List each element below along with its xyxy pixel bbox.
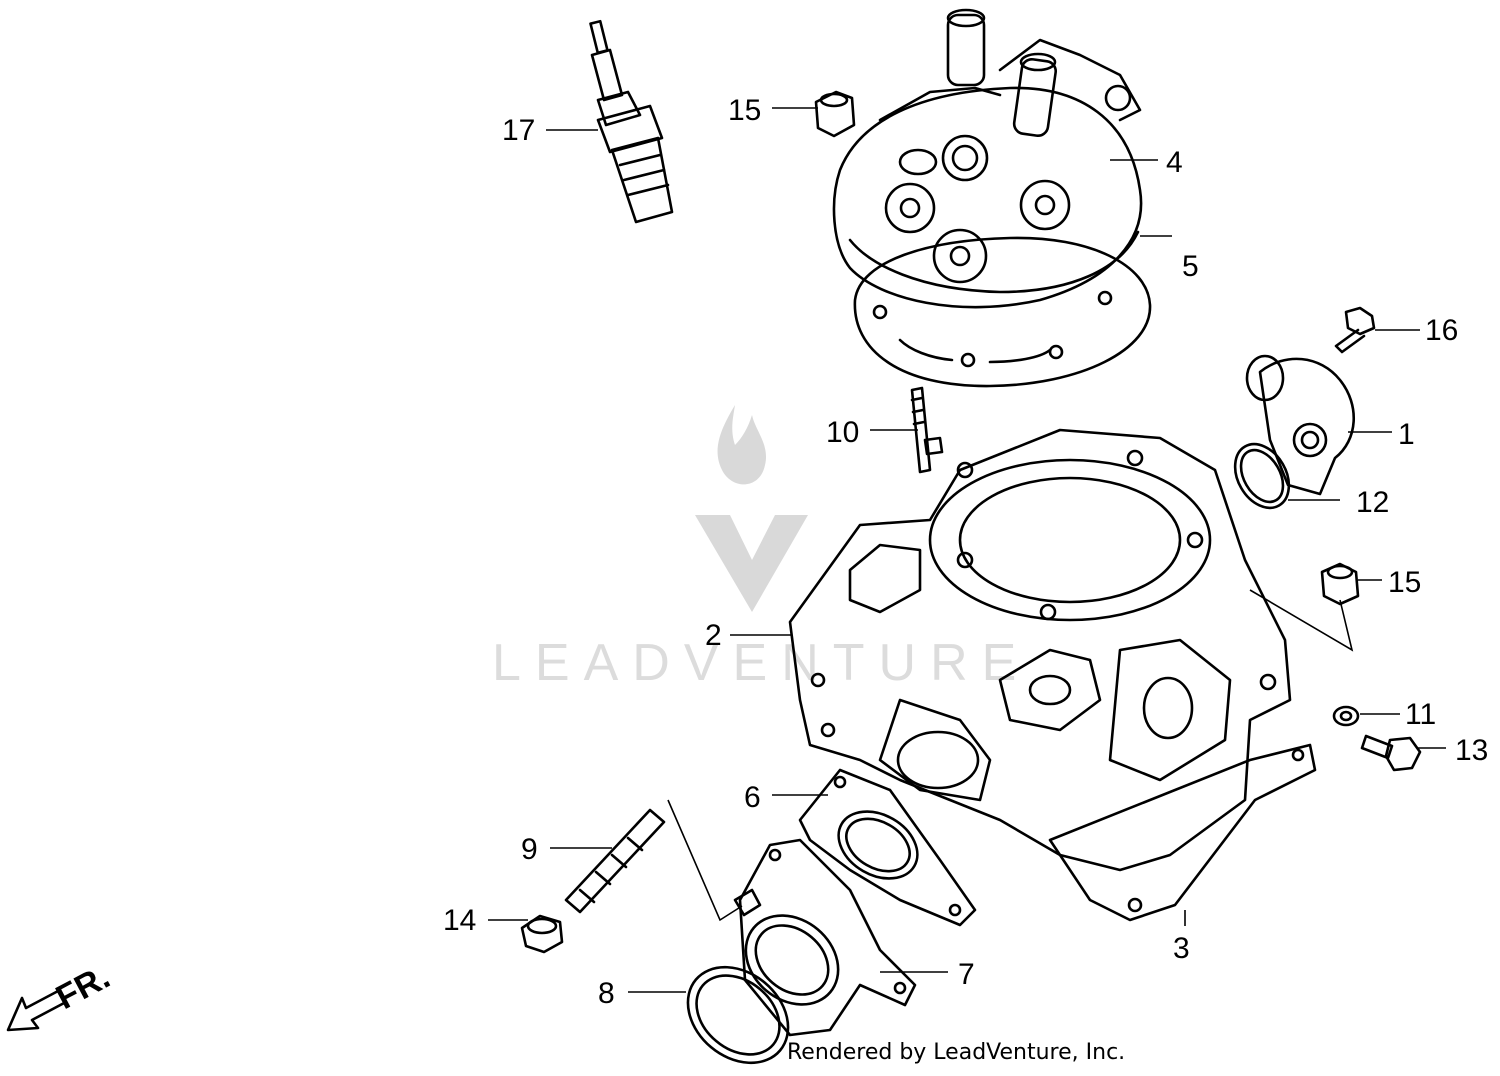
callout-10: 10 xyxy=(826,416,859,449)
front-label: FR. xyxy=(50,958,116,1017)
spark-plug[interactable] xyxy=(589,19,674,224)
leader-lines xyxy=(488,107,1446,993)
intake-stud[interactable] xyxy=(564,808,666,914)
footer-credit: Rendered by LeadVenture, Inc. xyxy=(787,1040,1126,1065)
callout-17: 17 xyxy=(502,114,535,147)
callout-15-top: 15 xyxy=(728,94,761,127)
watermark-text: LEADVENTURE xyxy=(492,634,1030,692)
washer[interactable] xyxy=(1332,705,1360,727)
callout-7: 7 xyxy=(958,958,975,991)
callout-11: 11 xyxy=(1405,698,1436,731)
callout-1: 1 xyxy=(1398,418,1415,451)
callout-15-right: 15 xyxy=(1388,566,1421,599)
base-gasket[interactable] xyxy=(1048,743,1317,922)
stud-bolt[interactable] xyxy=(212,0,944,474)
callout-16: 16 xyxy=(1425,314,1458,347)
hex-bolt[interactable] xyxy=(1360,734,1422,772)
intake-insulator[interactable] xyxy=(728,838,917,1037)
front-direction-indicator: FR. xyxy=(6,958,116,1032)
callout-6: 6 xyxy=(744,781,761,814)
callout-4: 4 xyxy=(1166,146,1183,179)
callout-8: 8 xyxy=(598,977,615,1010)
head-gasket[interactable] xyxy=(853,236,1152,388)
hose-band[interactable] xyxy=(669,947,807,1076)
callout-14: 14 xyxy=(443,904,476,937)
callout-12: 12 xyxy=(1356,486,1389,519)
flange-nut-right[interactable] xyxy=(1320,562,1360,606)
cylinder[interactable] xyxy=(788,428,1292,872)
cylinder-head[interactable] xyxy=(832,8,1143,309)
callout-13: 13 xyxy=(1455,734,1488,767)
flange-bolt[interactable] xyxy=(1334,306,1376,354)
callout-3: 3 xyxy=(1173,932,1190,965)
arrow-left-icon xyxy=(6,988,68,1032)
callouts: 1 2 3 4 5 6 7 8 9 10 11 12 13 14 15 15 1… xyxy=(443,94,1488,1010)
o-ring[interactable] xyxy=(1224,435,1300,518)
intake-gasket[interactable] xyxy=(798,768,977,927)
water-joint[interactable] xyxy=(1245,354,1355,496)
flange-nut-top[interactable] xyxy=(814,90,856,138)
callout-2: 2 xyxy=(705,619,722,652)
callout-5: 5 xyxy=(1182,250,1199,283)
callout-9: 9 xyxy=(521,833,538,866)
flange-nut-intake[interactable] xyxy=(520,914,564,954)
watermark: LEADVENTURE xyxy=(492,405,1030,692)
